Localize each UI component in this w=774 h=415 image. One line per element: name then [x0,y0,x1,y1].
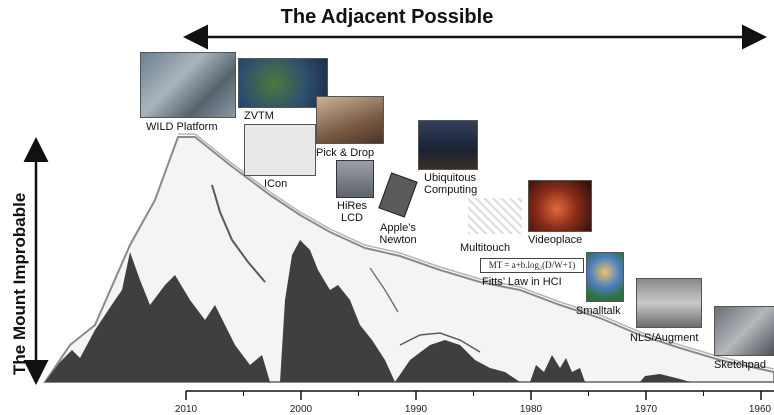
zvtm-label: ZVTM [244,110,274,122]
axis-tick-label: 1990 [405,404,428,415]
ubicomp-line2: Computing [424,184,478,196]
nls-augment-photo [636,278,702,328]
wild-platform-photo [140,52,236,118]
fitts-formula-box: MT = a+b.log₂(D/W+1) [480,258,584,273]
pick-drop-label: Pick & Drop [316,147,375,159]
wild-platform-label: WILD Platform [146,121,218,133]
icon-screenshot [244,124,316,176]
videoplace-label: Videoplace [528,234,583,246]
smalltalk-image [586,252,624,302]
lcd-monitor-icon [336,160,374,198]
icon-label: ICon [264,178,288,190]
multitouch-label: Multitouch [460,242,511,254]
axis-tick-label: 1960 [749,404,772,415]
sketchpad-label: Sketchpad [714,359,766,371]
rock-crevasse [399,332,481,353]
hires-lcd-line2: LCD [340,212,363,224]
multitouch-diagram [468,198,522,234]
newton-line1: Apple’s [380,222,416,234]
axis-tick-label: 2010 [175,404,198,415]
rock-crevasse [211,184,266,283]
zvtm-photo [238,58,328,108]
videoplace-photo [528,180,592,232]
nls-augment-label: NLS/Augment [630,332,699,344]
diagram-title: The Adjacent Possible [280,6,494,28]
newton-label: Apple’s Newton [372,222,424,246]
rock-patch [280,240,395,382]
smalltalk-label: Smalltalk [576,305,621,317]
rock-patch [640,374,690,382]
sketchpad-photo [714,306,774,356]
ubicomp-photo [418,120,478,170]
pick-drop-photo [316,96,384,144]
mountain-body [43,136,774,383]
axis-tick-label: 2000 [290,404,313,415]
axis-tick-label: 1980 [520,404,543,415]
rock-patch [395,340,520,382]
rock-patch [45,252,270,382]
rock-patch [530,355,585,382]
ubicomp-label: Ubiquitous Computing [424,172,477,196]
rock-crevasse [369,267,399,313]
newton-line2: Newton [379,234,417,246]
hires-lcd-line1: HiRes [337,200,367,212]
fitts-label: Fitts’ Law in HCI [482,276,562,288]
ubicomp-line1: Ubiquitous [424,172,476,184]
vertical-title: The Mount Improbable [10,192,29,375]
mountain-ridge-line [178,133,774,370]
hires-lcd-label: HiRes LCD [330,200,374,224]
axis-tick-label: 1970 [635,404,658,415]
timeline-ticks: 2010 2000 1990 1980 1970 1960 [175,391,772,415]
